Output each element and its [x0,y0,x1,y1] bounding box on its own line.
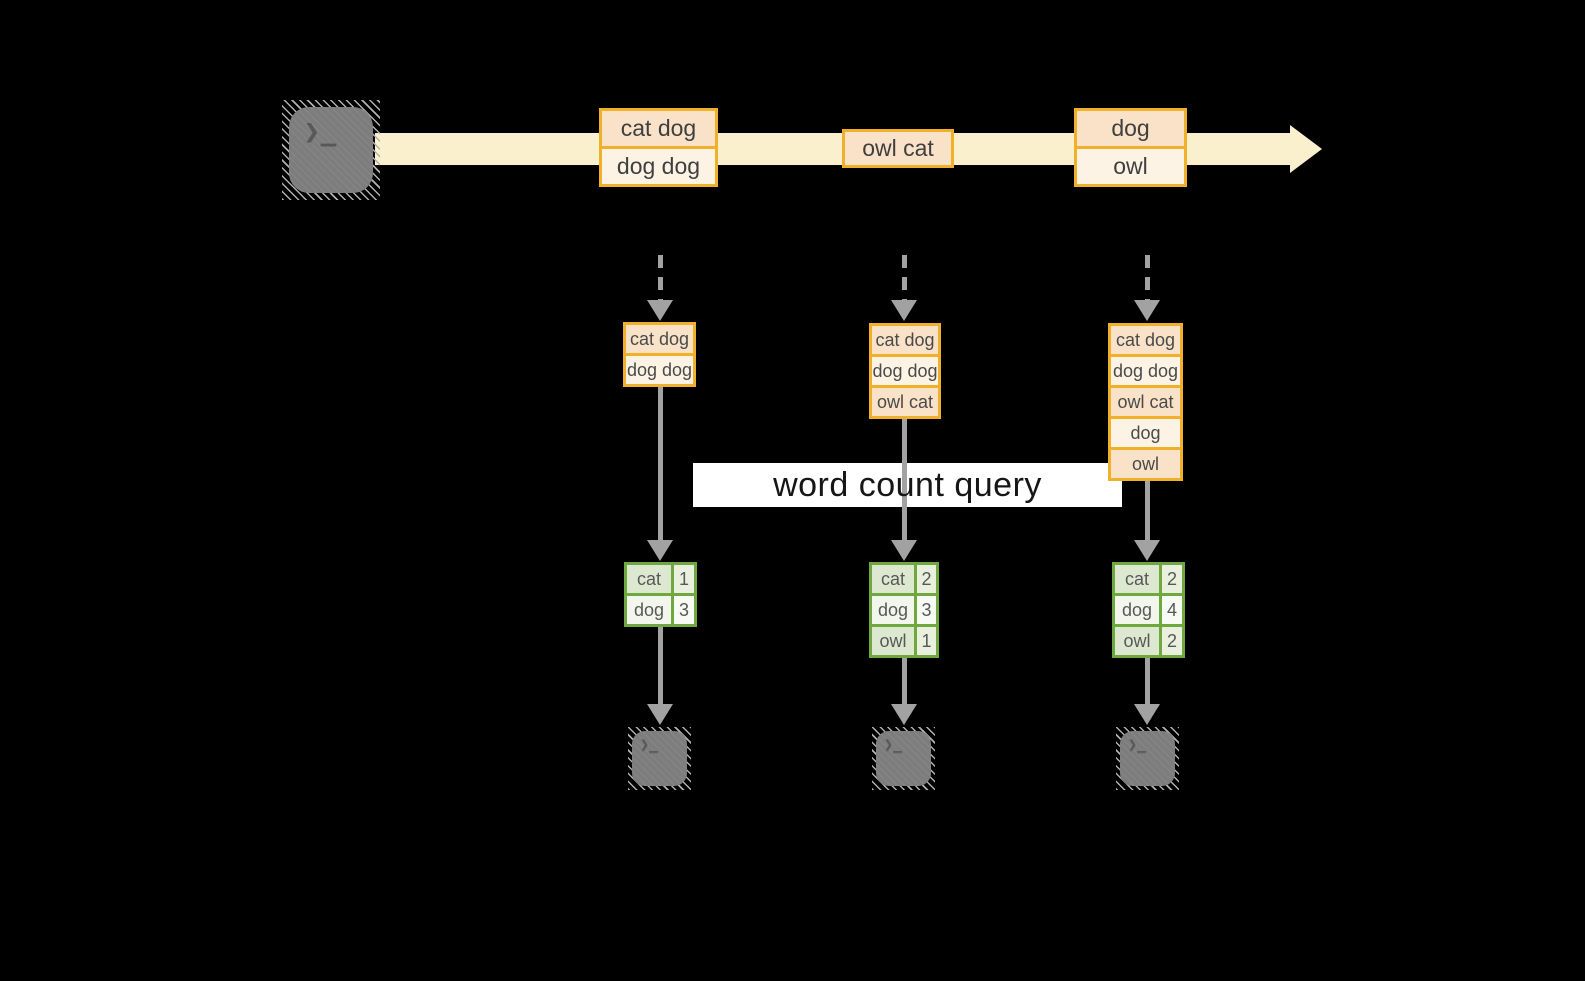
ingest-dashed-line [902,255,907,300]
count-cell: 4 [1159,596,1182,624]
sink-arrowhead-icon [647,704,673,725]
count-cell: 2 [1159,627,1182,655]
query-arrowhead-icon [891,540,917,561]
terminal-source-icon: ❯_ [282,100,380,200]
stream-record-line: cat dog [602,111,715,146]
word-cell: cat [1115,565,1159,593]
stream-record-line: owl [1077,146,1184,184]
query-arrowhead-icon [647,540,673,561]
buffered-record-line: dog dog [872,354,938,385]
word-cell: owl [872,627,914,655]
terminal-sink-icon: ❯_ [872,727,935,790]
query-connector-line [902,419,907,540]
query-connector-line [1145,481,1150,540]
terminal-prompt: ❯_ [304,117,338,147]
count-cell: 1 [671,565,694,593]
buffered-record-line: owl cat [872,385,938,416]
buffered-record-line: owl [1111,447,1180,478]
word-cell: cat [872,565,914,593]
terminal-screen: ❯_ [1120,731,1175,786]
stream-record-line: owl cat [845,132,951,165]
query-connector-line [658,387,663,540]
sink-connector-line [658,627,663,704]
sink-connector-line [1145,658,1150,704]
stream-record: owl cat [842,129,954,168]
count-cell: 2 [914,565,936,593]
stream-arrowhead-icon [1290,125,1322,173]
ingest-dashed-line [658,255,663,300]
stream-record-line: dog [1077,111,1184,146]
ingest-arrowhead-icon [1134,300,1160,321]
word-cell: cat [627,565,671,593]
word-cell: dog [1115,596,1159,624]
ingest-arrowhead-icon [891,300,917,321]
terminal-screen: ❯_ [632,731,687,786]
terminal-prompt: ❯_ [1128,735,1147,753]
terminal-screen: ❯_ [289,107,373,193]
word-cell: dog [872,596,914,624]
word-cell: dog [627,596,671,624]
buffered-record-line: cat dog [1111,326,1180,354]
query-arrowhead-icon [1134,540,1160,561]
buffered-record-line: dog dog [626,353,693,384]
buffered-record-line: dog dog [1111,354,1180,385]
buffered-record-line: cat dog [626,325,693,353]
ingest-dashed-line [1145,255,1150,300]
query-label: word count query [773,466,1042,504]
terminal-screen: ❯_ [876,731,931,786]
terminal-prompt: ❯_ [640,735,659,753]
terminal-prompt: ❯_ [884,735,903,753]
ingest-arrowhead-icon [647,300,673,321]
count-cell: 3 [914,596,936,624]
terminal-sink-icon: ❯_ [628,727,691,790]
count-cell: 2 [1159,565,1182,593]
stream-record-line: dog dog [602,146,715,184]
count-cell: 1 [914,627,936,655]
word-cell: owl [1115,627,1159,655]
buffered-record-line: dog [1111,416,1180,447]
terminal-sink-icon: ❯_ [1116,727,1179,790]
sink-arrowhead-icon [1134,704,1160,725]
sink-arrowhead-icon [891,704,917,725]
query-label-band [693,463,1122,507]
sink-connector-line [902,658,907,704]
count-cell: 3 [671,596,694,624]
buffered-record-line: owl cat [1111,385,1180,416]
buffered-record-line: cat dog [872,326,938,354]
